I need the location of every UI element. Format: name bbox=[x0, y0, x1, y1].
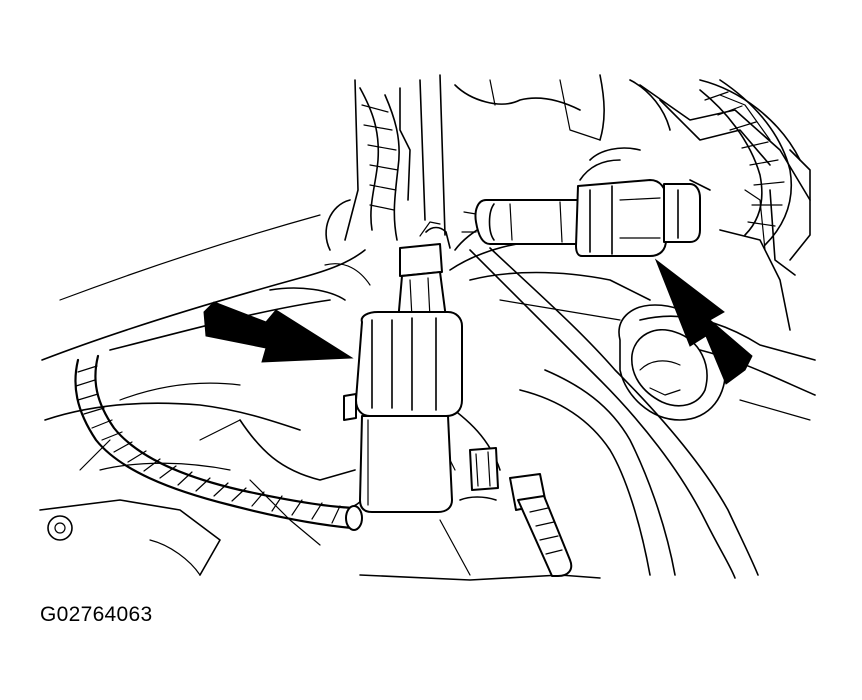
engine-background-structure bbox=[39, 74, 816, 581]
mounting-bolt bbox=[459, 447, 573, 577]
right-wiring-harness bbox=[689, 79, 793, 246]
right-callout-arrow bbox=[654, 258, 753, 385]
left-sensor-connector bbox=[343, 221, 463, 513]
right-sensor-connector bbox=[461, 179, 701, 257]
left-callout-arrow bbox=[203, 301, 354, 363]
figure-id-label: G02764063 bbox=[40, 603, 153, 626]
left-wiring-harness bbox=[74, 354, 373, 531]
callout-arrows bbox=[203, 258, 753, 385]
